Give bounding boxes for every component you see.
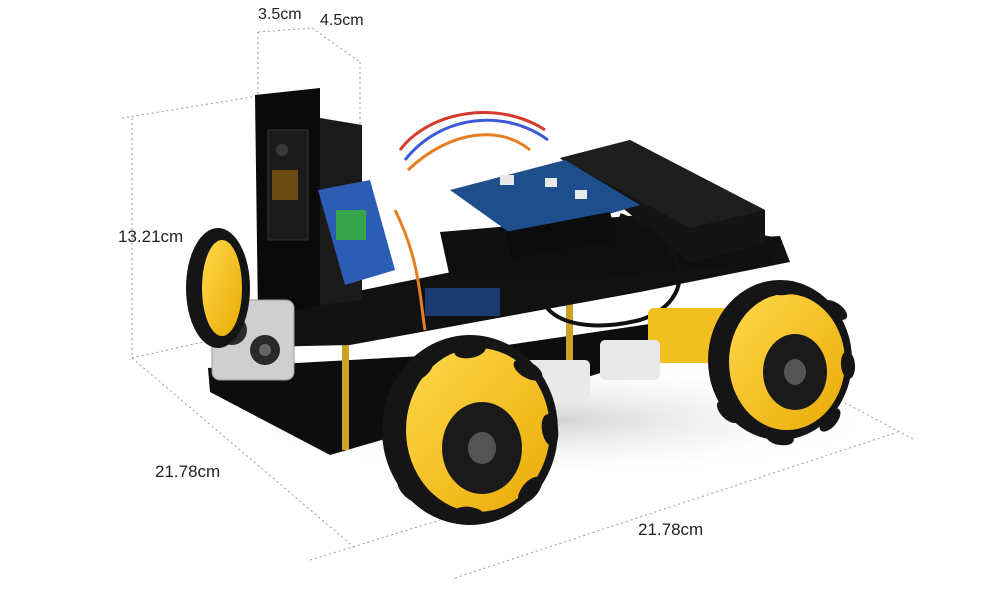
dimension-lines: [121, 27, 916, 579]
driver-board: [450, 160, 640, 240]
wheel-rear-left: [186, 228, 250, 348]
wheel-front-left: [382, 335, 559, 525]
wires: [393, 111, 682, 331]
dimension-top-right: 4.5cm: [320, 12, 364, 29]
wheel-rear-right: [708, 280, 856, 446]
ir-sensor: [425, 288, 500, 316]
dimension-height: 13.21cm: [118, 227, 184, 246]
dimension-depth: 21.78cm: [155, 462, 221, 481]
dimension-length: 21.78cm: [638, 520, 704, 539]
dimension-top-left: 3.5cm: [258, 6, 302, 23]
